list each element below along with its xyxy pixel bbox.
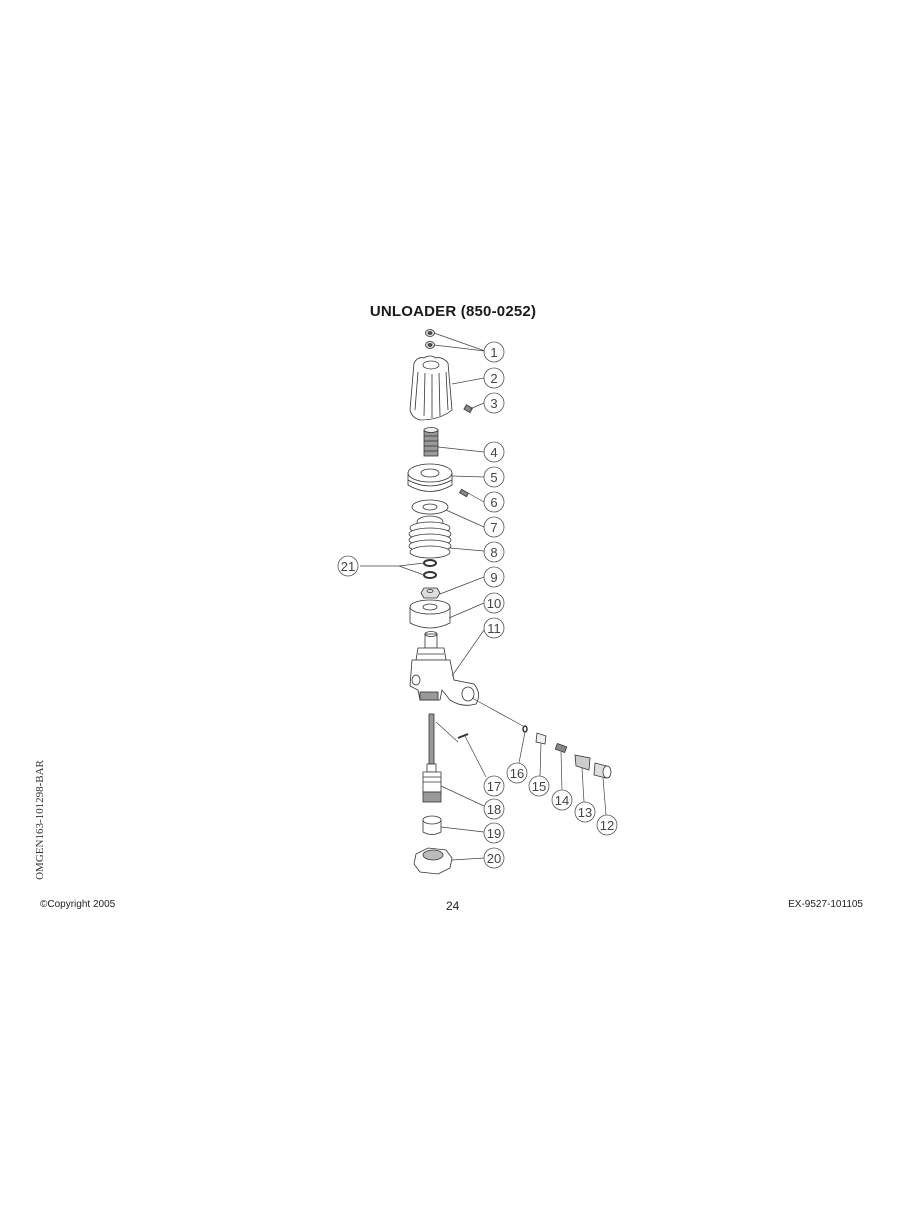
svg-text:12: 12 (600, 818, 614, 833)
svg-text:10: 10 (487, 596, 501, 611)
svg-text:2: 2 (490, 371, 497, 386)
leader-lines (360, 332, 607, 861)
svg-text:7: 7 (490, 520, 497, 535)
svg-text:17: 17 (487, 779, 501, 794)
svg-text:14: 14 (555, 793, 569, 808)
callout-15: 15 (528, 775, 550, 797)
page-title: UNLOADER (850-0252) (369, 303, 537, 320)
callout-12: 12 (596, 814, 618, 836)
svg-text:20: 20 (487, 851, 501, 866)
part-10-spacer (409, 599, 451, 629)
callout-7: 7 (483, 516, 505, 538)
svg-text:3: 3 (490, 396, 497, 411)
part-6-pin (458, 488, 470, 498)
part-17-pin (457, 733, 469, 739)
callouts: 1 2 3 4 5 6 7 8 9 10 11 12 13 14 15 16 1… (337, 341, 618, 869)
footer-page-number: 24 (446, 899, 460, 913)
svg-text:9: 9 (490, 570, 497, 585)
callout-11: 11 (483, 617, 505, 639)
callout-10: 10 (483, 592, 505, 614)
part-7-washer (411, 499, 449, 515)
callout-18: 18 (483, 798, 505, 820)
svg-text:13: 13 (578, 805, 592, 820)
callout-14: 14 (551, 789, 573, 811)
part-3-set-screw (463, 404, 474, 414)
svg-text:8: 8 (490, 545, 497, 560)
callout-16: 16 (506, 762, 528, 784)
part-15-poppet (535, 732, 547, 745)
callout-4: 4 (483, 441, 505, 463)
svg-text:11: 11 (487, 621, 501, 636)
footer-copyright: ©Copyright 2005 (40, 899, 116, 910)
svg-text:15: 15 (532, 779, 546, 794)
callout-13: 13 (574, 801, 596, 823)
footer-document-code: EX-9527-101105 (788, 899, 863, 910)
callout-1: 1 (483, 341, 505, 363)
part-21-o-rings (423, 559, 437, 579)
part-12-fitting (593, 762, 612, 779)
svg-text:18: 18 (487, 802, 501, 817)
part-19-bushing (422, 815, 442, 835)
callout-8: 8 (483, 541, 505, 563)
part-8-spring (408, 515, 452, 559)
svg-text:5: 5 (490, 470, 497, 485)
callout-3: 3 (483, 392, 505, 414)
side-document-code: OMGEN163-101298-BAR (34, 760, 46, 880)
callout-20: 20 (483, 847, 505, 869)
callout-9: 9 (483, 566, 505, 588)
callout-21: 21 (337, 555, 359, 577)
callout-6: 6 (483, 491, 505, 513)
svg-text:6: 6 (490, 495, 497, 510)
part-5-piston-cap (407, 463, 453, 492)
callout-2: 2 (483, 367, 505, 389)
part-2-knob (409, 355, 453, 421)
svg-text:19: 19 (487, 826, 501, 841)
callout-17: 17 (483, 775, 505, 797)
svg-text:21: 21 (341, 559, 355, 574)
part-1-nuts (425, 329, 435, 349)
part-4-threaded-sleeve (423, 427, 439, 457)
part-9-nut (420, 587, 441, 599)
svg-text:1: 1 (490, 345, 497, 360)
part-14-spring (554, 742, 568, 754)
part-16-o-ring (522, 725, 528, 733)
part-18-stem (422, 713, 442, 803)
part-20-hex-nut (413, 847, 453, 875)
callout-5: 5 (483, 466, 505, 488)
svg-text:16: 16 (510, 766, 524, 781)
part-11-valve-body (409, 631, 479, 706)
svg-text:4: 4 (490, 445, 497, 460)
callout-19: 19 (483, 822, 505, 844)
part-13-seat (574, 754, 591, 771)
